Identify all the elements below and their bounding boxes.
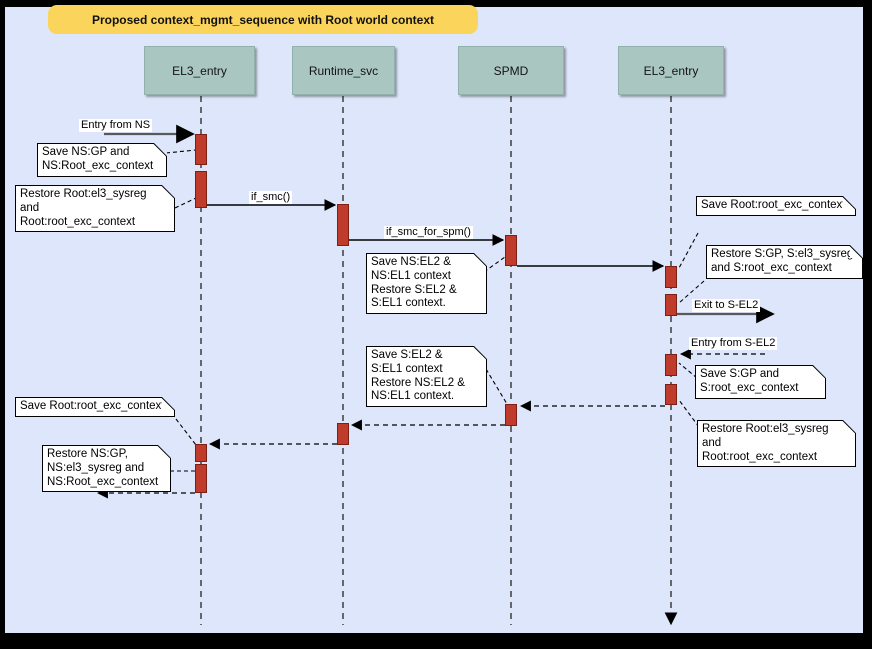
actor-label: EL3_entry (172, 63, 227, 78)
note-fold-icon (162, 184, 176, 198)
note-connector-4 (678, 280, 705, 304)
note-restore-root-el3-sysreg-2: Restore Root:el3_sysreg and Root:root_ex… (697, 419, 857, 468)
note-text: Save NS:EL2 & NS:EL1 context Restore S:E… (371, 256, 457, 310)
note-save-ns-el2-restore-s-el2: Save NS:EL2 & NS:EL1 context Restore S:E… (366, 252, 488, 315)
note-fold-icon (158, 444, 172, 458)
note-save-s-el2-restore-ns-el2: Save S:EL2 & S:EL1 context Restore NS:EL… (366, 345, 488, 408)
message-label-entry-from-s-el2: Entry from S-EL2 (689, 337, 778, 350)
actor-label: EL3_entry (643, 63, 699, 78)
note-connector-3 (678, 232, 699, 269)
message-label-if-smc: if_smc() (249, 191, 293, 204)
actor-box-el3-entry-1: EL3_entry (144, 46, 255, 95)
actor-label: SPMD (493, 63, 529, 78)
note-text: Save S:EL2 & S:EL1 context Restore NS:EL… (371, 349, 465, 403)
note-text: Save S:GP and S:root_exc_context (700, 368, 799, 394)
note-connector-5 (678, 362, 698, 379)
diagram-title: Proposed context_mgmt_sequence with Root… (48, 5, 478, 34)
message-label-entry-from-ns: Entry from NS (79, 119, 153, 132)
activation-bar (195, 171, 207, 208)
actor-box-runtime-svc: Runtime_svc (292, 46, 395, 95)
activation-bar (665, 294, 677, 316)
note-text: Restore NS:GP, NS:el3_sysreg and NS:Root… (47, 448, 159, 488)
activation-bar (665, 266, 677, 288)
note-connector-7 (485, 368, 508, 405)
note-text: Save NS:GP and NS:Root_exc_context (42, 146, 154, 172)
note-text: Restore Root:el3_sysreg and Root:root_ex… (702, 423, 829, 463)
note-fold-icon (154, 142, 168, 156)
note-connector-8 (175, 418, 197, 446)
activation-bar (665, 384, 677, 405)
activation-bar (505, 404, 517, 426)
note-save-s-gp: Save S:GP and S:root_exc_context (695, 364, 827, 399)
note-connector-0 (165, 149, 197, 154)
activation-bar (337, 423, 349, 445)
note-connector-1 (174, 197, 197, 209)
note-fold-icon (850, 244, 864, 258)
actor-box-spmd: SPMD (458, 46, 564, 95)
note-text: Restore Root:el3_sysreg and Root:root_ex… (20, 188, 147, 228)
note-save-root-exc-context-bottom: Save Root:root_exc_context (15, 396, 176, 417)
activation-bar (337, 204, 349, 246)
note-restore-ns-gp: Restore NS:GP, NS:el3_sysreg and NS:Root… (42, 444, 172, 493)
activation-bar (665, 354, 677, 376)
note-restore-s-gp: Restore S:GP, S:el3_sysreg and S:root_ex… (706, 244, 864, 279)
actor-label: Runtime_svc (308, 63, 379, 78)
note-text: Save Root:root_exc_context (701, 199, 846, 211)
note-connector-2 (483, 256, 506, 273)
sequence-diagram-canvas (5, 7, 863, 633)
note-save-ns-gp: Save NS:GP and NS:Root_exc_context (37, 142, 168, 177)
note-fold-icon (813, 364, 827, 378)
activation-bar (195, 464, 207, 493)
note-fold-icon (474, 345, 488, 359)
message-label-exit-to-s-el2: Exit to S-EL2 (692, 299, 761, 312)
note-connector-6 (678, 399, 700, 428)
activation-bar (195, 134, 207, 165)
note-text: Restore S:GP, S:el3_sysreg and S:root_ex… (711, 248, 854, 274)
note-fold-icon (843, 195, 857, 209)
activation-bar (505, 235, 517, 266)
activation-bar (195, 444, 207, 462)
note-save-root-exc-context-top: Save Root:root_exc_context (696, 195, 857, 216)
note-fold-icon (843, 419, 857, 433)
note-fold-icon (162, 396, 176, 410)
actor-box-el3-entry-2: EL3_entry (618, 46, 724, 95)
note-fold-icon (474, 252, 488, 266)
message-label-if-smc-for-spm: if_smc_for_spm() (384, 226, 473, 239)
note-text: Save Root:root_exc_context (20, 400, 165, 412)
note-restore-root-el3-sysreg: Restore Root:el3_sysreg and Root:root_ex… (15, 184, 176, 233)
